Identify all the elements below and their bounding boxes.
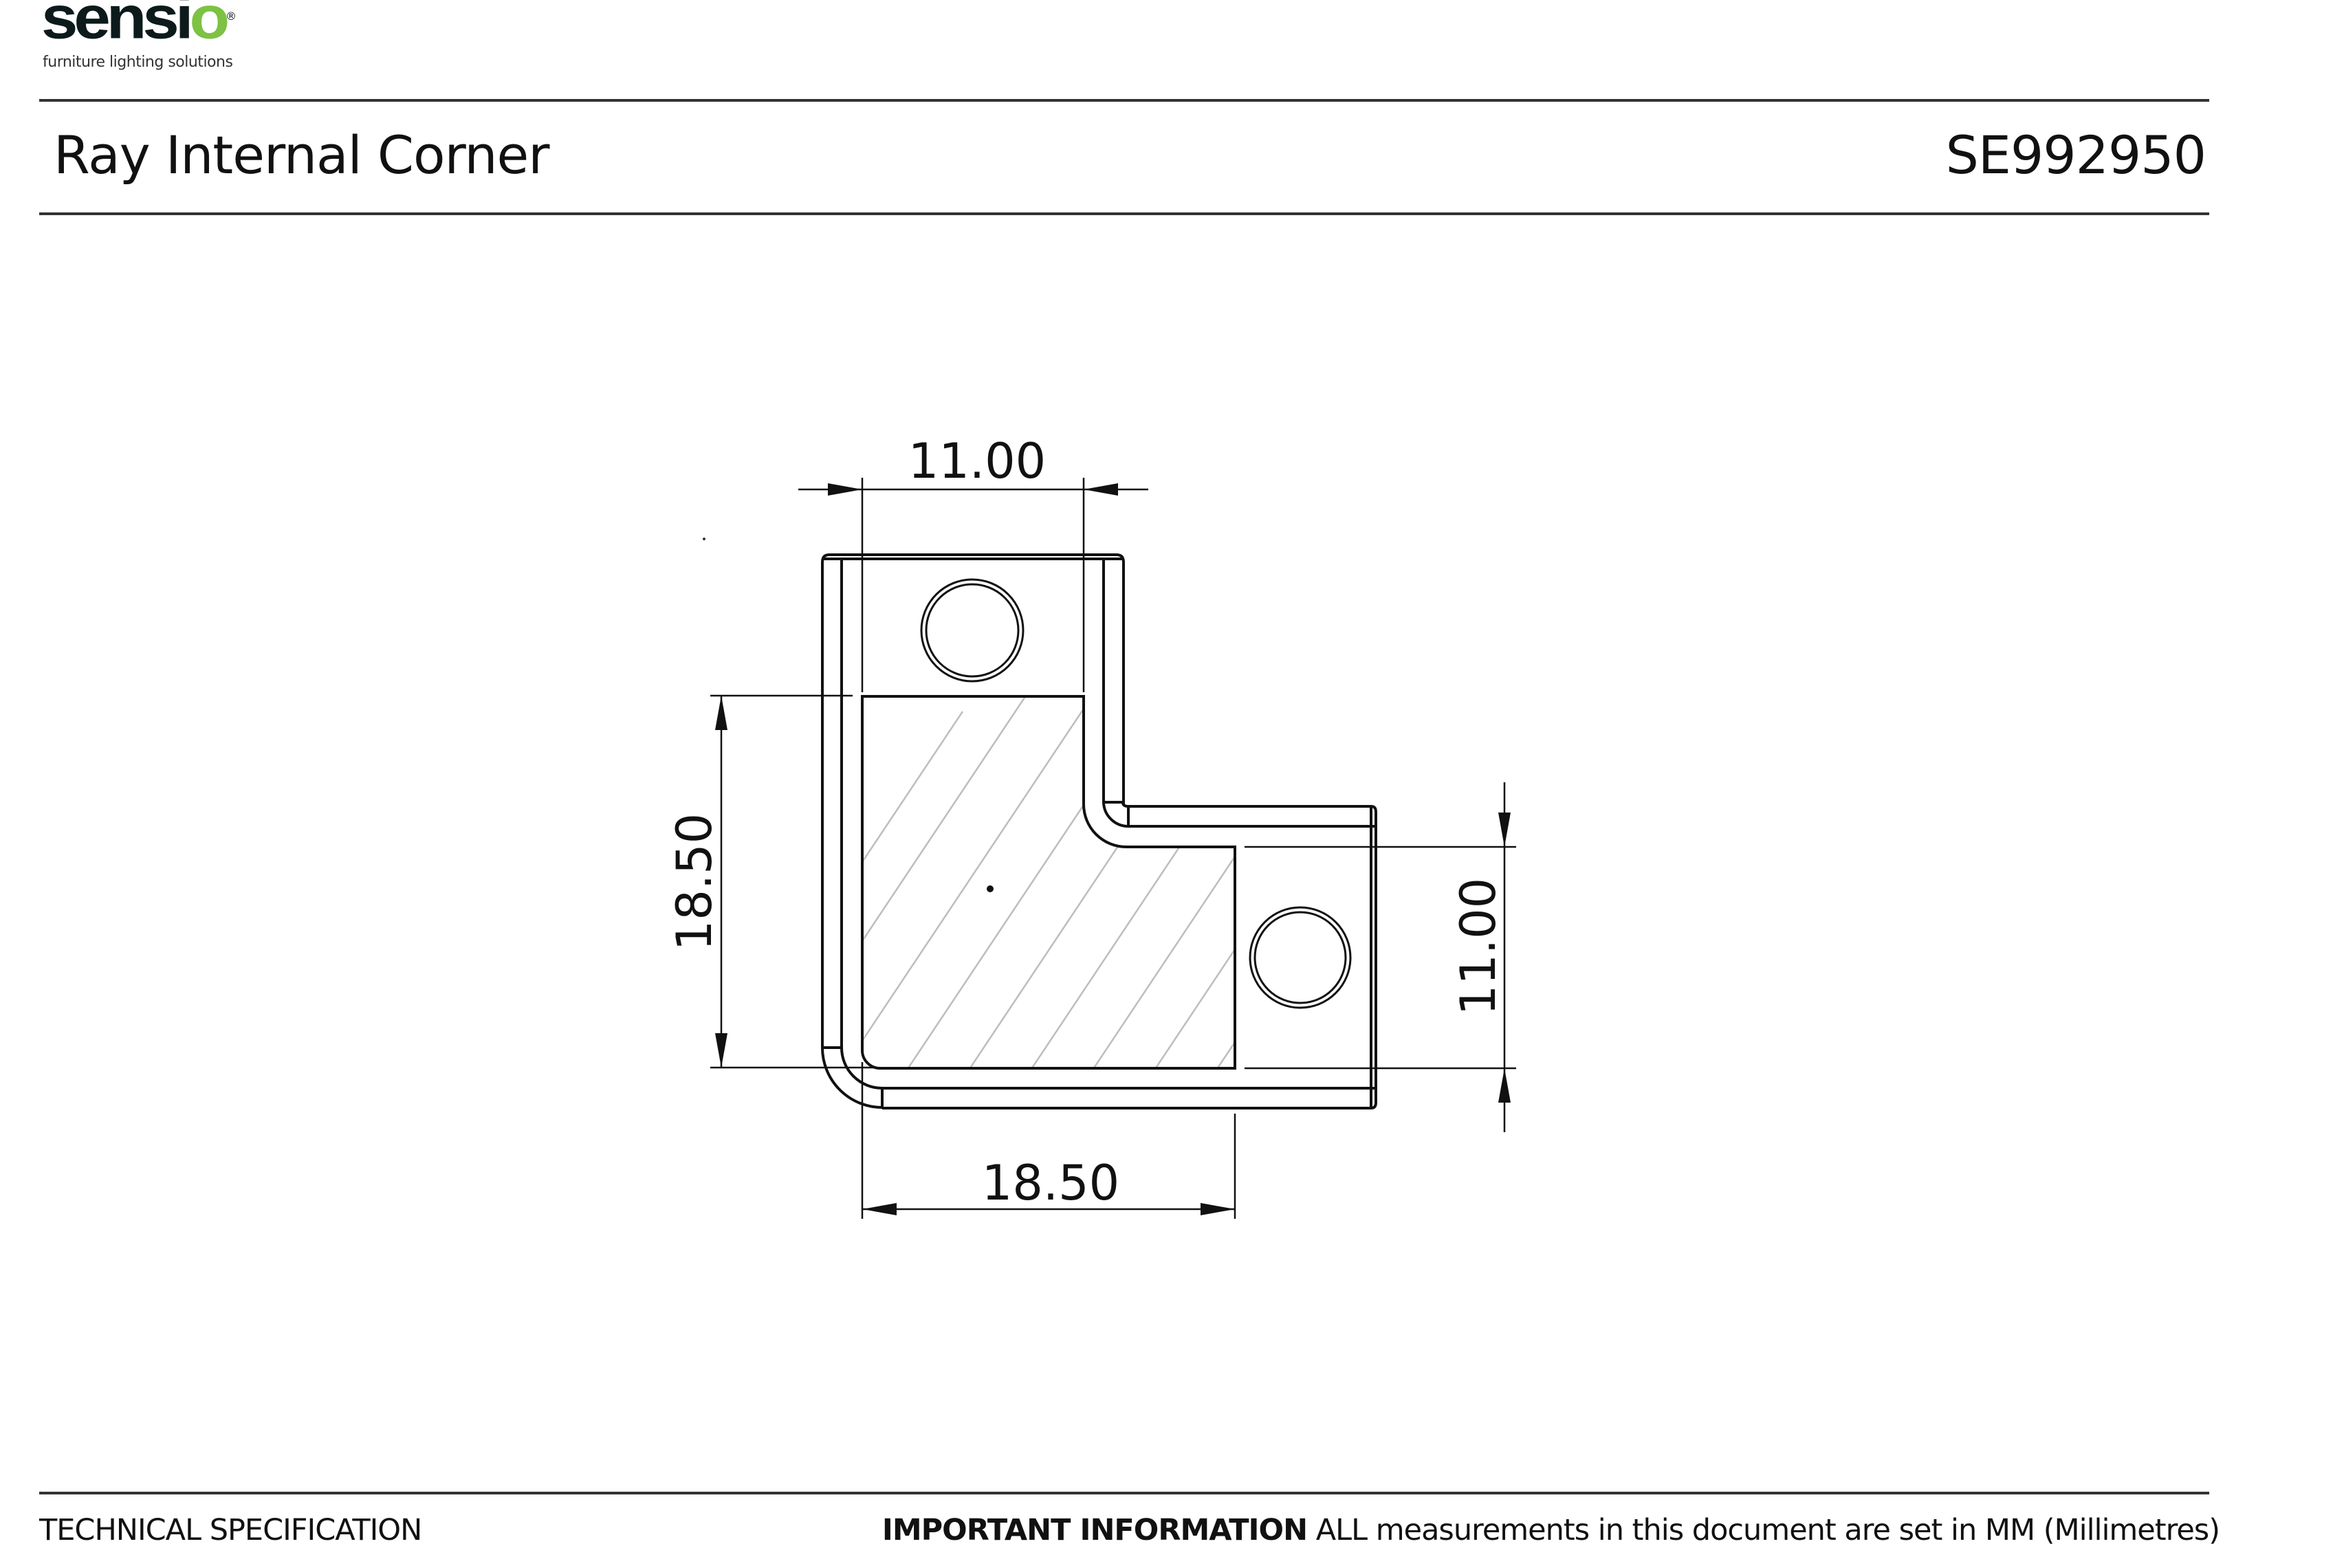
dimension-bottom-width — [861, 1062, 1236, 1219]
brand-logo: sensio ® furniture lighting solutions — [41, 0, 248, 76]
section-hatch — [862, 696, 1235, 1068]
dimension-top-width — [798, 478, 1148, 692]
important-info-text: ALL measurements in this document are se… — [1307, 1513, 2220, 1547]
dimension-left-height — [710, 694, 873, 1069]
dimension-right-height-label: 11.00 — [1450, 878, 1507, 1015]
center-point-marker — [987, 885, 994, 892]
logo-wordmark: sensio — [41, 0, 230, 48]
header-bottom-divider — [39, 212, 2209, 215]
footer-section-label: TECHNICAL SPECIFICATION — [39, 1513, 422, 1547]
dimension-left-height-label: 18.50 — [666, 813, 723, 951]
registered-mark: ® — [226, 10, 237, 23]
product-code: SE992950 — [1945, 124, 2206, 186]
footer-divider — [39, 1492, 2209, 1494]
header-top-divider — [39, 99, 2209, 102]
screw-hole-top-icon — [920, 578, 1025, 683]
page-title: Ray Internal Corner — [54, 124, 550, 186]
dimension-right-height — [1245, 782, 1516, 1132]
dimension-bottom-width-label: 18.50 — [982, 1155, 1119, 1211]
part-outline — [821, 553, 1377, 1109]
footer-important-info: IMPORTANT INFORMATION ALL measurements i… — [882, 1516, 2220, 1545]
screw-hole-right-icon — [1249, 906, 1352, 1009]
logo-wordmark-accent-letter: o — [189, 0, 230, 52]
logo-tagline: furniture lighting solutions — [43, 54, 233, 71]
stray-mark — [703, 538, 705, 540]
logo-wordmark-prefix: sensi — [41, 0, 193, 52]
important-info-label: IMPORTANT INFORMATION — [881, 1513, 1308, 1547]
dimension-top-width-label: 11.00 — [908, 433, 1046, 489]
mounting-holes — [920, 578, 1352, 1009]
